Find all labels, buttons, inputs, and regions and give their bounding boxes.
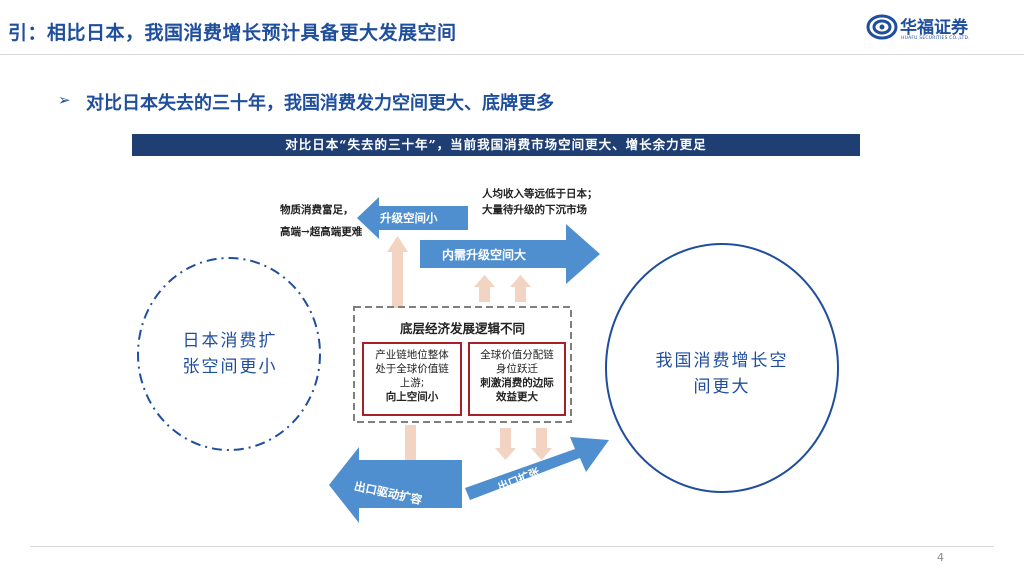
arrow-export-drive	[329, 447, 462, 523]
down-arrow-export-1	[495, 428, 516, 460]
logo-name: 华福证券	[900, 18, 968, 38]
box-china-line2: 身位跃迁	[496, 363, 538, 375]
japan-circle-line2: 张空间更小	[182, 357, 278, 377]
box-japan-logic: 产业链地位整体 处于全球价值链 上游; 向上空间小	[362, 342, 462, 416]
page-title: 引：相比日本，我国消费增长预计具备更大发展空间	[8, 22, 457, 44]
down-arrow-export-2	[531, 428, 552, 460]
arrow-demand-big-label: 内需升级空间大	[442, 248, 527, 262]
box-china-emphasis-2: 效益更大	[496, 391, 538, 403]
up-arrow-demand-2	[510, 275, 531, 302]
china-circle-line1: 我国消费增长空	[655, 351, 789, 371]
box-japan-emphasis: 向上空间小	[385, 391, 439, 403]
up-arrows-light	[387, 236, 531, 308]
arrow-upgrade-small	[357, 197, 468, 239]
japan-circle	[137, 257, 321, 451]
title-divider	[0, 54, 1024, 55]
section-subtitle: 对比日本失去的三十年，我国消费发力空间更大、底牌更多	[86, 93, 554, 114]
box-china-emphasis-1: 刺激消费的边际	[480, 377, 554, 389]
diagram-banner: 对比日本“失去的三十年”，当前我国消费市场空间更大、增长余力更足	[132, 134, 860, 156]
logic-dashed-box	[353, 306, 572, 423]
note-japan-line2: 高端→超高端更难	[280, 226, 363, 238]
box-japan-line3: 上游;	[399, 377, 425, 389]
box-japan-line1: 产业链地位整体	[375, 349, 449, 361]
subtitle-bullet-icon: ➢	[58, 91, 71, 109]
note-china: 人均收入等远低于日本； 大量待升级的下沉市场	[482, 186, 598, 218]
page-number: 4	[937, 551, 944, 564]
arrow-demand-big	[420, 224, 600, 284]
note-japan: 物质消费富足， 高端→超高端更难	[280, 202, 362, 240]
note-china-line1: 人均收入等远低于日本；	[482, 188, 598, 200]
arrow-upgrade-small-label: 升级空间小	[380, 211, 438, 225]
china-circle	[605, 243, 839, 493]
logic-box-title: 底层经济发展逻辑不同	[399, 321, 525, 336]
up-arrow-upgrade-small	[387, 236, 408, 308]
arrow-export-expand	[465, 437, 609, 500]
note-china-line2: 大量待升级的下沉市场	[482, 204, 587, 216]
logo-emblem-icon	[866, 14, 898, 40]
footer-divider	[30, 546, 994, 547]
japan-circle-label: 日本消费扩 张空间更小	[160, 328, 300, 380]
box-china-logic: 全球价值分配链 身位跃迁 刺激消费的边际 效益更大	[468, 342, 566, 416]
china-circle-label: 我国消费增长空 间更大	[630, 348, 814, 400]
logo-subtitle: HUAFU SECURITIES CO.,LTD.	[901, 36, 970, 41]
china-circle-line2: 间更大	[693, 377, 751, 397]
company-logo: 华福证券 HUAFU SECURITIES CO.,LTD.	[866, 12, 996, 46]
box-china-line1: 全球价值分配链	[480, 349, 554, 361]
box-japan-line2: 处于全球价值链	[375, 363, 449, 375]
note-japan-line1: 物质消费富足，	[280, 204, 354, 216]
japan-circle-line1: 日本消费扩	[182, 331, 278, 351]
up-arrow-demand-1	[474, 275, 495, 302]
